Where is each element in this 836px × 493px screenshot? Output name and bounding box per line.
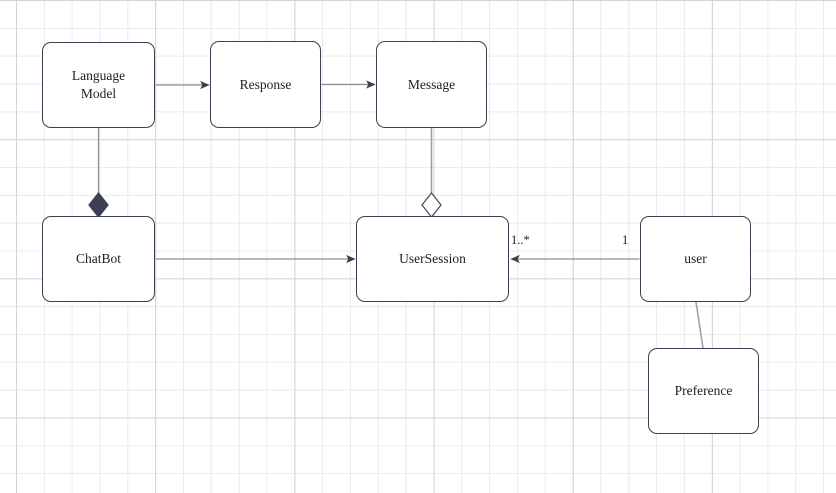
node-message[interactable]: Message (376, 41, 487, 128)
edge-language-model-to-chatbot (88, 128, 109, 219)
node-label-user: user (684, 251, 707, 267)
node-label-preference: Preference (674, 383, 733, 399)
node-chatbot[interactable]: ChatBot (42, 216, 155, 302)
node-label-message: Message (407, 76, 456, 92)
node-label-response: Response (239, 76, 292, 92)
node-response[interactable]: Response (210, 41, 321, 128)
edge-label-multiplicity-many: 1..* (511, 233, 530, 247)
composition-diamond-icon (88, 191, 109, 219)
edge-message-to-user-session (421, 128, 442, 219)
node-label-user-session: UserSession (399, 251, 466, 267)
edge-user-to-preference (695, 301, 704, 349)
edge-label-multiplicity-one: 1 (622, 233, 629, 247)
node-user[interactable]: user (640, 216, 751, 302)
node-preference[interactable]: Preference (648, 348, 759, 434)
aggregation-diamond-icon (421, 191, 442, 219)
node-label-language-model: Language Model (71, 68, 126, 101)
node-label-chatbot: ChatBot (75, 251, 121, 267)
node-language-model[interactable]: Language Model (42, 42, 155, 128)
node-user-session[interactable]: UserSession (356, 216, 509, 302)
